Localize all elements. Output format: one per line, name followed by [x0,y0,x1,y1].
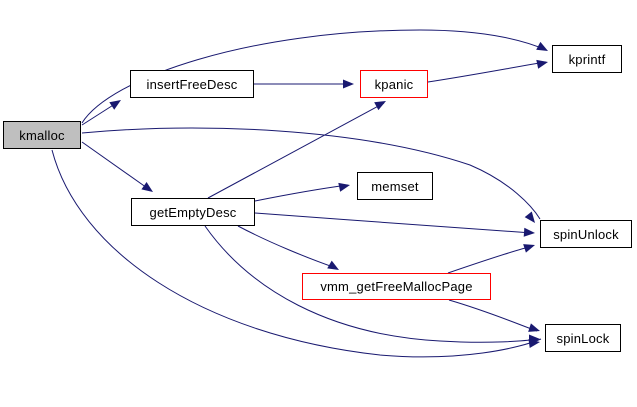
arrow-spinLock-c [528,339,540,348]
edge-getEmptyDesc-to-vmmGetFreeMallocPage [237,225,337,269]
arrow-insertFreeDesc [109,100,121,110]
edge-getEmptyDesc-to-memset [254,184,349,202]
edge-getEmptyDesc-to-kpanic [207,102,385,199]
edge-vmmGetFreeMallocPage-to-spinUnlock [447,245,534,274]
arrow-spinUnlock-b [523,227,535,237]
node-vmm_getFreeMallocPage[interactable]: vmm_getFreeMallocPage [302,273,491,300]
node-memset[interactable]: memset [357,172,433,200]
edge-kmalloc-to-getEmptyDesc [81,141,151,191]
node-label-getEmptyDesc: getEmptyDesc [149,204,237,220]
node-spinLock[interactable]: spinLock [545,324,621,352]
node-label-kmalloc: kmalloc [19,127,65,143]
arrow-vmm [327,260,339,270]
node-label-spinLock: spinLock [556,330,610,346]
arrow-kprintf-from-kmalloc [536,41,548,51]
node-label-spinUnlock: spinUnlock [553,226,619,242]
edge-vmmGetFreeMallocPage-to-spinLock [448,299,538,332]
arrow-spinUnlock-c [523,244,535,253]
node-kprintf[interactable]: kprintf [552,45,622,73]
arrow-getEmptyDesc [141,182,153,192]
edge-getEmptyDesc-to-spinUnlock [254,212,533,234]
node-label-vmm_getFreeMallocPage: vmm_getFreeMallocPage [320,279,473,294]
edge-kmalloc-to-spinUnlock [81,127,541,220]
edge-kmalloc-to-spinLock [51,149,542,358]
edge-kmalloc-to-kprintf [81,29,547,124]
arrow-spinUnlock-a [524,211,535,223]
node-kpanic[interactable]: kpanic [360,70,428,98]
node-label-kpanic: kpanic [374,76,414,92]
node-label-kprintf: kprintf [568,51,606,67]
node-spinUnlock[interactable]: spinUnlock [540,220,632,248]
node-kmalloc[interactable]: kmalloc [3,121,81,149]
arrow-kpanic-from-getEmpty [374,101,386,111]
arrow-memset [338,182,350,192]
node-insertFreeDesc[interactable]: insertFreeDesc [130,70,254,98]
node-getEmptyDesc[interactable]: getEmptyDesc [131,198,255,226]
arrow-spinLock-a [528,323,540,332]
node-label-memset: memset [371,178,419,194]
node-label-insertFreeDesc: insertFreeDesc [146,76,238,92]
arrow-kpanic-from-insert [343,79,354,89]
edge-getEmptyDesc-to-spinLock [204,225,538,343]
edge-kpanic-to-kprintf [427,61,547,83]
arrow-kprintf-from-kpanic [536,59,548,69]
